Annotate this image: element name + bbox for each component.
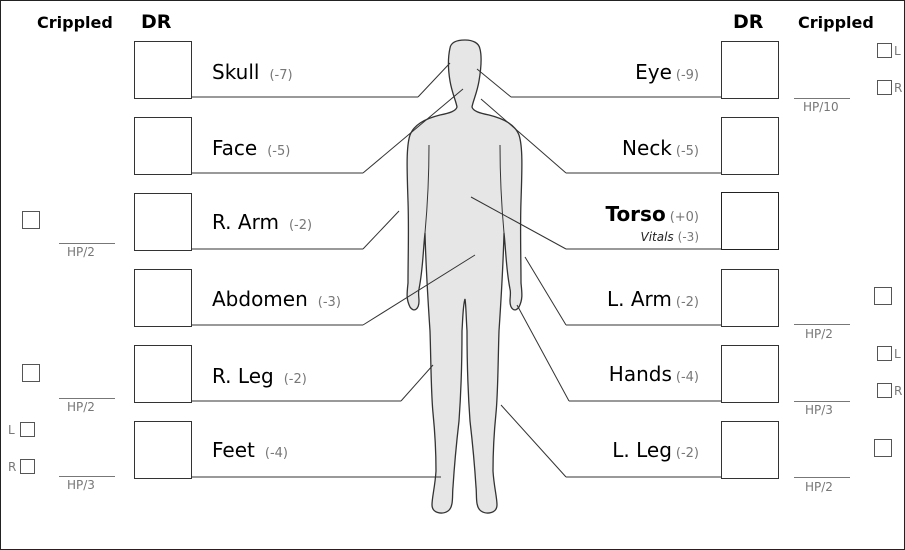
dr-box-l-arm[interactable] xyxy=(721,269,779,327)
location-r-leg: R. Leg(-2) xyxy=(212,365,307,391)
threshold-feet: HP/3 xyxy=(67,478,95,492)
crippled-checkbox-feet-r[interactable] xyxy=(20,459,35,474)
crippled-checkbox-eye-r[interactable] xyxy=(877,80,892,95)
hands-r-label: R xyxy=(894,384,902,398)
location-l-leg: L. Leg(-2) xyxy=(612,439,699,465)
crippled-checkbox-r-arm[interactable] xyxy=(22,211,40,229)
dr-box-r-arm[interactable] xyxy=(134,193,192,251)
hands-l-label: L xyxy=(894,347,901,361)
location-l-arm: L. Arm(-2) xyxy=(607,288,699,314)
crippled-checkbox-hands-l[interactable] xyxy=(877,346,892,361)
dr-box-torso[interactable] xyxy=(721,192,779,250)
dr-box-l-leg[interactable] xyxy=(721,421,779,479)
human-body-silhouette xyxy=(407,40,522,513)
crippled-checkbox-l-leg[interactable] xyxy=(874,439,892,457)
dr-box-r-leg[interactable] xyxy=(134,345,192,403)
location-torso: Torso(+0) xyxy=(605,203,699,229)
location-face: Face(-5) xyxy=(212,137,290,163)
feet-r-label: R xyxy=(8,460,16,474)
eye-l-label: L xyxy=(894,44,901,58)
location-r-arm: R. Arm(-2) xyxy=(212,211,312,237)
threshold-r-arm: HP/2 xyxy=(67,245,95,259)
dr-box-hands[interactable] xyxy=(721,345,779,403)
feet-l-label: L xyxy=(8,423,15,437)
crippled-checkbox-hands-r[interactable] xyxy=(877,383,892,398)
dr-box-eye[interactable] xyxy=(721,41,779,99)
location-neck: Neck(-5) xyxy=(622,137,699,163)
location-skull: Skull(-7) xyxy=(212,61,293,87)
location-eye: Eye(-9) xyxy=(635,61,699,87)
crippled-checkbox-r-leg[interactable] xyxy=(22,364,40,382)
threshold-l-arm: HP/2 xyxy=(805,327,833,341)
dr-box-skull[interactable] xyxy=(134,41,192,99)
location-hands: Hands(-4) xyxy=(609,363,699,389)
threshold-l-leg: HP/2 xyxy=(805,480,833,494)
dr-box-abdomen[interactable] xyxy=(134,269,192,327)
location-abdomen: Abdomen(-3) xyxy=(212,288,341,314)
crippled-checkbox-feet-l[interactable] xyxy=(20,422,35,437)
dr-box-neck[interactable] xyxy=(721,117,779,175)
threshold-r-leg: HP/2 xyxy=(67,400,95,414)
crippled-checkbox-l-arm[interactable] xyxy=(874,287,892,305)
crippled-checkbox-eye-l[interactable] xyxy=(877,43,892,58)
dr-box-feet[interactable] xyxy=(134,421,192,479)
location-feet: Feet(-4) xyxy=(212,439,288,465)
dr-box-face[interactable] xyxy=(134,117,192,175)
location-vitals: Vitals(-3) xyxy=(640,230,699,244)
eye-r-label: R xyxy=(894,81,902,95)
threshold-eye: HP/10 xyxy=(803,100,839,114)
threshold-hands: HP/3 xyxy=(805,403,833,417)
